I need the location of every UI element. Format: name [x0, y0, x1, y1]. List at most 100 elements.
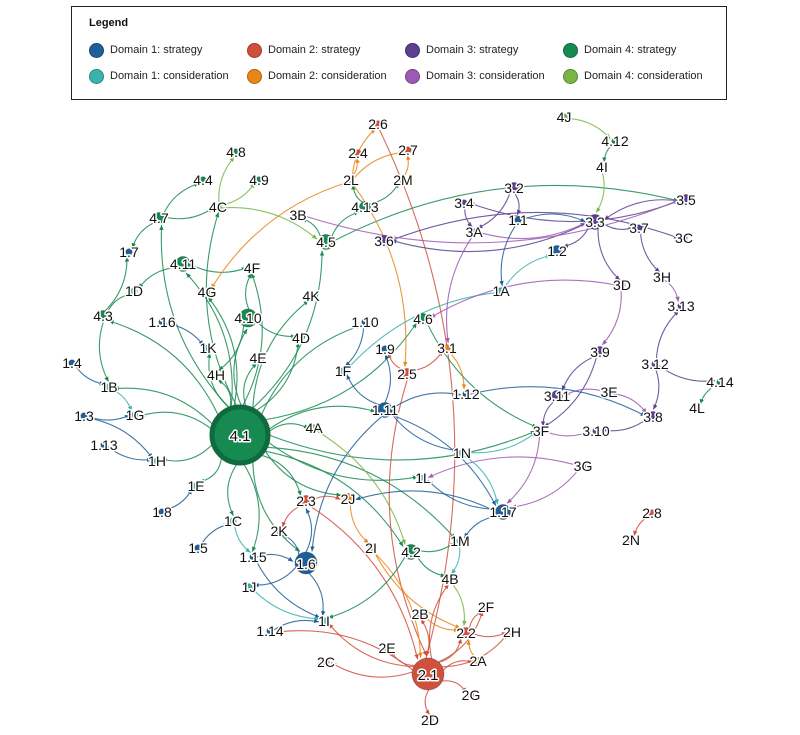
node-2.4[interactable]: [354, 149, 362, 157]
node-4.12[interactable]: [611, 137, 619, 145]
node-4.9[interactable]: [255, 176, 263, 184]
node-2I[interactable]: [367, 544, 375, 552]
node-3.13[interactable]: [677, 302, 685, 310]
node-4D[interactable]: [297, 334, 305, 342]
node-3.5[interactable]: [680, 194, 692, 206]
node-1E[interactable]: [192, 482, 200, 490]
node-1.11[interactable]: [377, 402, 393, 418]
node-2A[interactable]: [474, 657, 482, 665]
node-4F[interactable]: [248, 264, 256, 272]
node-3E[interactable]: [605, 388, 613, 396]
node-3.10[interactable]: [592, 427, 600, 435]
node-1.15[interactable]: [249, 553, 257, 561]
node-3.7[interactable]: [635, 224, 643, 232]
node-1.16[interactable]: [158, 318, 166, 326]
node-4.1[interactable]: [209, 404, 271, 466]
node-4.3[interactable]: [97, 310, 109, 322]
node-4.5[interactable]: [318, 234, 334, 250]
node-3.1[interactable]: [443, 344, 451, 352]
node-3F[interactable]: [537, 427, 545, 435]
node-3.12[interactable]: [651, 360, 659, 368]
node-1B[interactable]: [105, 383, 113, 391]
node-1.5[interactable]: [194, 544, 202, 552]
node-2L[interactable]: [347, 176, 355, 184]
node-3A[interactable]: [470, 228, 478, 236]
node-4E[interactable]: [254, 354, 262, 362]
node-2H[interactable]: [508, 628, 516, 636]
node-1G[interactable]: [131, 411, 139, 419]
node-3D[interactable]: [618, 281, 626, 289]
node-1M[interactable]: [456, 537, 464, 545]
node-4.2[interactable]: [403, 544, 419, 560]
node-2.3[interactable]: [300, 495, 312, 507]
node-4.10[interactable]: [238, 308, 258, 328]
node-1.17[interactable]: [495, 504, 511, 520]
node-2.2[interactable]: [460, 627, 472, 639]
node-1N[interactable]: [458, 449, 466, 457]
node-1I[interactable]: [320, 617, 328, 625]
node-1.13[interactable]: [100, 441, 108, 449]
node-2C[interactable]: [322, 658, 330, 666]
node-4A[interactable]: [310, 424, 318, 432]
node-2.5[interactable]: [401, 368, 413, 380]
node-1L[interactable]: [419, 474, 427, 482]
node-1H[interactable]: [153, 457, 161, 465]
node-1D[interactable]: [130, 287, 138, 295]
node-1.7[interactable]: [125, 248, 133, 256]
node-1A[interactable]: [497, 287, 505, 295]
node-2.1[interactable]: [411, 657, 445, 691]
node-4.14[interactable]: [716, 378, 724, 386]
node-2F[interactable]: [482, 603, 490, 611]
node-4.7[interactable]: [153, 212, 165, 224]
node-2M[interactable]: [399, 176, 407, 184]
node-1.3[interactable]: [80, 412, 88, 420]
node-1.10[interactable]: [361, 318, 369, 326]
node-1K[interactable]: [204, 344, 212, 352]
node-1.14[interactable]: [266, 627, 274, 635]
node-2D[interactable]: [426, 716, 434, 724]
node-2.7[interactable]: [404, 146, 412, 154]
node-4.6[interactable]: [417, 313, 429, 325]
node-1F[interactable]: [339, 367, 347, 375]
node-2N[interactable]: [627, 536, 635, 544]
node-4.13[interactable]: [359, 201, 371, 213]
node-1.9[interactable]: [381, 345, 389, 353]
node-3C[interactable]: [680, 234, 688, 242]
node-1.2[interactable]: [551, 245, 563, 257]
node-3.8[interactable]: [647, 411, 659, 423]
node-3.9[interactable]: [594, 346, 606, 358]
node-2E[interactable]: [383, 644, 391, 652]
node-3.11[interactable]: [551, 390, 563, 402]
node-4K[interactable]: [307, 292, 315, 300]
node-3.2[interactable]: [508, 182, 520, 194]
node-4.4[interactable]: [199, 176, 207, 184]
node-2.8[interactable]: [648, 509, 656, 517]
node-3.6[interactable]: [378, 235, 390, 247]
node-1C[interactable]: [229, 517, 237, 525]
node-3G[interactable]: [579, 462, 587, 470]
node-4J[interactable]: [560, 113, 568, 121]
node-2J[interactable]: [342, 493, 354, 505]
node-4.11[interactable]: [175, 256, 191, 272]
node-3.4[interactable]: [460, 199, 468, 207]
node-2.6[interactable]: [374, 120, 382, 128]
node-1.12[interactable]: [462, 390, 470, 398]
node-1.4[interactable]: [68, 359, 76, 367]
node-3.3[interactable]: [587, 214, 603, 230]
node-3H[interactable]: [658, 273, 666, 281]
node-4B[interactable]: [446, 575, 454, 583]
node-1J[interactable]: [245, 583, 253, 591]
node-4H[interactable]: [212, 371, 220, 379]
node-2G[interactable]: [467, 691, 475, 699]
node-4G[interactable]: [203, 288, 211, 296]
node-4L[interactable]: [693, 404, 701, 412]
node-2K[interactable]: [275, 527, 283, 535]
node-2B[interactable]: [416, 610, 424, 618]
node-4I[interactable]: [598, 163, 606, 171]
node-1.1[interactable]: [514, 216, 522, 224]
node-4C[interactable]: [214, 203, 222, 211]
node-3B[interactable]: [294, 211, 302, 219]
node-1.8[interactable]: [158, 508, 166, 516]
node-4.8[interactable]: [232, 148, 240, 156]
node-1.6[interactable]: [294, 551, 318, 575]
